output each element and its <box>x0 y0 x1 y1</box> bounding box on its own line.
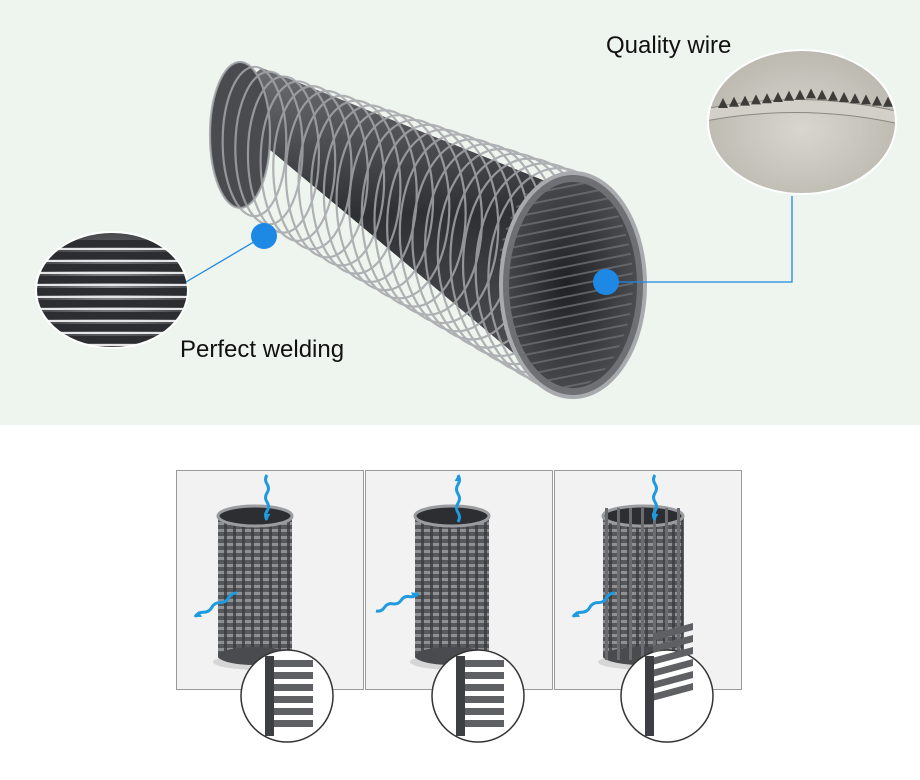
welding-closeup-inset <box>35 231 189 349</box>
flow-panel-3 <box>554 470 742 743</box>
wire-profile-closeup-inset <box>707 49 897 195</box>
flow-arrow-out-icon <box>193 591 238 618</box>
flow-arrow-up-icon <box>454 474 462 523</box>
screen-cylinder-inflow <box>193 474 334 743</box>
wedge-wire-tube <box>208 60 647 399</box>
quality-callout-line <box>606 196 793 283</box>
quality-wire-label: Quality wire <box>606 32 732 59</box>
screen-cylinder-outflow <box>375 474 525 743</box>
profile-magnifier-inset <box>620 623 714 743</box>
flow-arrow-down-icon <box>651 474 659 521</box>
flow-panel-2 <box>365 470 553 743</box>
quality-marker-dot <box>593 269 619 295</box>
flow-arrow-in-icon <box>375 592 420 613</box>
perfect-welding-label: Perfect welding <box>180 336 345 363</box>
welding-callout-line <box>185 235 265 283</box>
hero-section: Quality wire Perfect welding <box>0 0 920 425</box>
flow-arrow-down-icon <box>263 474 271 521</box>
hero-illustration <box>35 49 897 399</box>
profile-magnifier-inset <box>240 649 334 743</box>
flow-panel-1 <box>176 470 364 743</box>
flow-arrow-out-icon <box>571 591 616 618</box>
screen-cylinder-rod-inflow <box>571 474 714 743</box>
profile-magnifier-inset <box>431 649 525 743</box>
welding-marker-dot <box>251 223 277 249</box>
